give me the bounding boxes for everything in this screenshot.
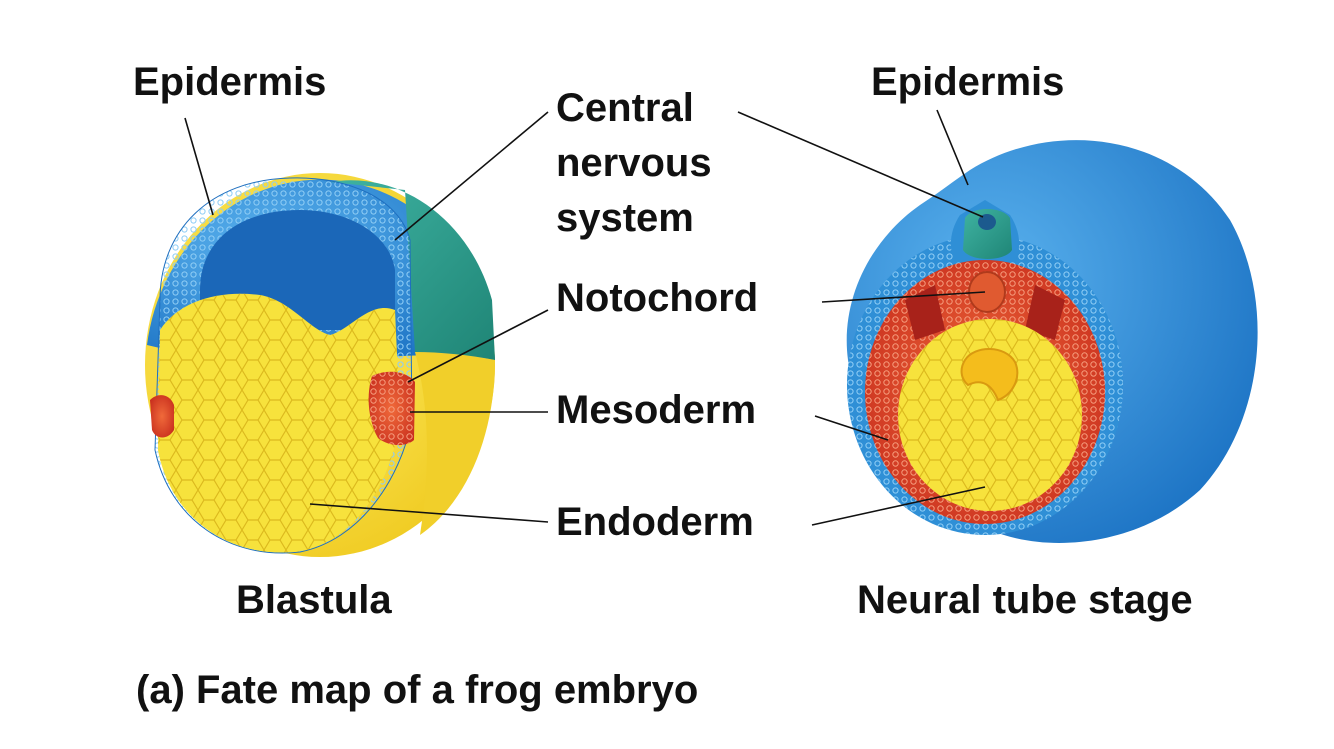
blastula-diagram — [145, 173, 495, 557]
label-epidermis-blastula: Epidermis — [133, 60, 327, 104]
neural-tube-cross-section — [847, 200, 1123, 535]
figure-caption: (a) Fate map of a frog embryo — [136, 668, 699, 712]
caption-neural-tube-stage: Neural tube stage — [857, 578, 1193, 622]
neural-tube — [963, 209, 1012, 259]
gut-cavity — [960, 348, 1019, 402]
line-mesoderm-neural — [814, 415, 889, 441]
caption-blastula: Blastula — [236, 578, 392, 622]
line-epidermis-right — [936, 109, 969, 186]
mesoderm-patch-left — [150, 395, 174, 438]
label-notochord: Notochord — [556, 276, 759, 320]
line-endoderm-neural — [811, 486, 986, 526]
label-endoderm: Endoderm — [556, 500, 754, 544]
line-epidermis-left — [184, 117, 214, 216]
label-cns-line3: system — [556, 196, 694, 240]
cns-region-blastula — [330, 180, 495, 360]
leader-lines — [184, 109, 986, 526]
label-epidermis-neural: Epidermis — [871, 60, 1065, 104]
line-notochord-neural — [821, 291, 986, 303]
notochord-structure — [968, 271, 1006, 313]
line-endoderm-blastula — [309, 503, 549, 523]
line-cns-neural — [737, 111, 984, 218]
label-cns-line1: Central — [556, 86, 694, 130]
label-mesoderm: Mesoderm — [556, 388, 757, 432]
line-cns-blastula — [394, 111, 549, 241]
blastula-cutaway — [150, 177, 415, 554]
label-cns-line2: nervous — [556, 141, 712, 185]
endoderm-outer-band — [415, 352, 495, 535]
neural-tube-diagram — [846, 140, 1258, 543]
somite-right — [1025, 285, 1065, 340]
somite-left — [905, 285, 945, 340]
line-notochord-blastula — [407, 309, 549, 383]
